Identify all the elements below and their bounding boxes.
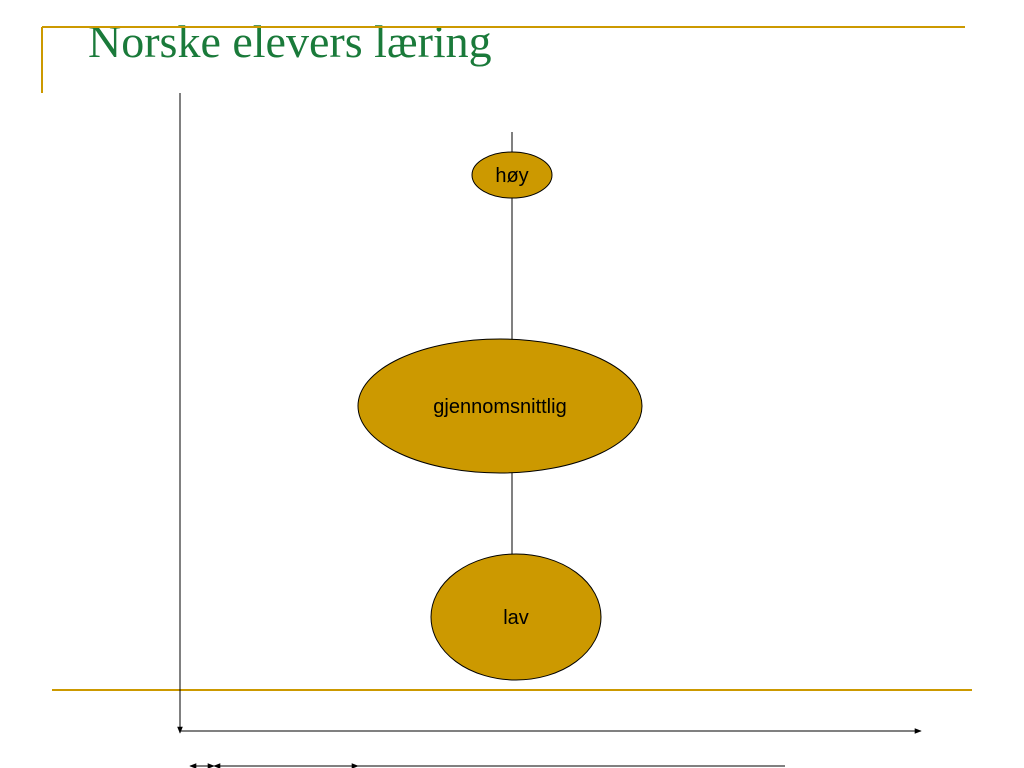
- node-hoy-label: høy: [495, 165, 528, 187]
- node-hoy: høy: [471, 151, 553, 199]
- node-lav: lav: [430, 553, 602, 681]
- slide-title: Norske elevers læring: [88, 16, 492, 67]
- node-gjennomsnittlig: gjennomsnittlig: [357, 338, 643, 474]
- node-lav-label: lav: [503, 607, 529, 629]
- node-hoy-shape: [471, 151, 553, 199]
- node-gjennomsnittlig-shape: [357, 338, 643, 474]
- node-gjennomsnittlig-label: gjennomsnittlig: [433, 396, 566, 418]
- title-accent-bar: [41, 26, 965, 93]
- node-lav-shape: [430, 553, 602, 681]
